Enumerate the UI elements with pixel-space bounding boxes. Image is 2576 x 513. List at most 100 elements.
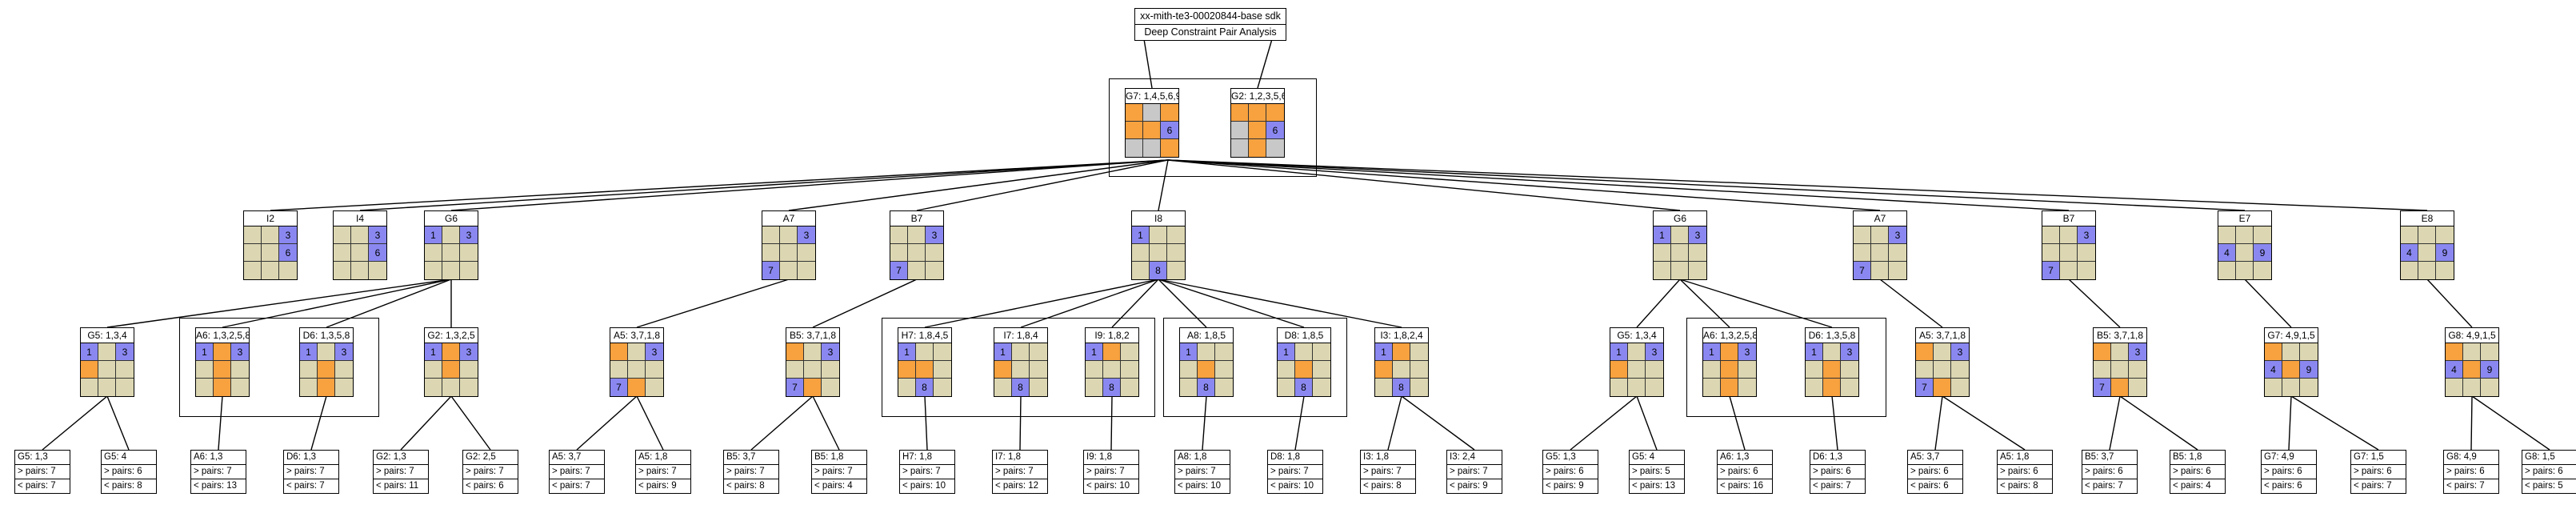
leaf-pairs-count: > pairs: 7 — [636, 465, 690, 479]
leaf-label: G5: 1,3 — [1543, 451, 1598, 465]
grid-cell — [2236, 226, 2254, 244]
node-label: I9: 1,8,2 — [1086, 328, 1138, 343]
edge-root-level1 — [270, 159, 1169, 211]
leaf-label: I3: 2,4 — [1447, 451, 1502, 465]
grid-cell — [1610, 361, 1628, 379]
node-label: A8: 1,8,5 — [1180, 328, 1233, 343]
grid-cell — [1410, 379, 1428, 396]
leaf-pairs-count: < pairs: 4 — [814, 481, 853, 491]
node-label: G6 — [425, 211, 478, 226]
leaf-result-box: I3: 2,4> pairs: 7< pairs: 9 — [1446, 450, 1502, 494]
leaf-pairs-count: > pairs: 7 — [463, 465, 518, 479]
grid-cell — [244, 226, 262, 244]
grid-cell — [1951, 379, 1969, 396]
grid-cell — [81, 361, 98, 379]
grid-cell — [214, 361, 231, 379]
group-frame-i8-a — [882, 318, 1155, 417]
grid-cell: 1 — [300, 343, 318, 361]
leaf-result-box: B5: 3,7> pairs: 7< pairs: 8 — [723, 450, 779, 494]
grid-cell: 3 — [369, 226, 386, 244]
edge-level2-leaf — [1934, 395, 1943, 451]
grid-cell: 3 — [279, 226, 297, 244]
leaf-pairs-count: < pairs: 8 — [2000, 481, 2038, 491]
grid-cell — [98, 343, 116, 361]
grid-cell — [1823, 379, 1841, 396]
leaf-pairs-count: > pairs: 7 — [812, 465, 866, 479]
grid-cell — [786, 343, 804, 361]
group-frame-i8-b — [1163, 318, 1347, 417]
grid-cell — [425, 244, 442, 262]
grid-cell — [908, 226, 926, 244]
leaf-pairs-count: > pairs: 7 — [724, 465, 778, 479]
node-label: I3: 1,8,2,4 — [1375, 328, 1428, 343]
grid-cell — [1738, 379, 1756, 396]
grid-cell — [460, 361, 478, 379]
leaf-label: D6: 1,3 — [284, 451, 338, 465]
leaf-pairs-count: > pairs: 7 — [1084, 465, 1138, 479]
node-label: D6: 1,3,5,8 — [300, 328, 353, 343]
grid-cell: 8 — [1198, 379, 1215, 396]
edge-level1-level2 — [924, 279, 1159, 328]
grid-cell — [780, 262, 798, 279]
grid-cell — [1313, 379, 1330, 396]
leaf-pairs-count: > pairs: 6 — [2522, 465, 2576, 479]
grid-cell — [628, 343, 646, 361]
grid-cell — [1313, 361, 1330, 379]
grid-cell: 6 — [1161, 122, 1178, 139]
grid-cell — [1854, 244, 1871, 262]
leaf-pairs-count: < pairs: 7 — [2085, 481, 2123, 491]
grid-cell — [780, 244, 798, 262]
edge-level2-leaf — [2290, 395, 2379, 451]
grid-cell — [804, 343, 822, 361]
edge-level2-leaf — [2471, 395, 2550, 451]
edge-level2-leaf — [2470, 395, 2473, 451]
leaf-label: G8: 1,5 — [2522, 451, 2576, 465]
grid-cell — [1121, 343, 1138, 361]
edge-level2-leaf — [2109, 395, 2121, 451]
grid-cell — [1375, 361, 1393, 379]
leaf-label: A6: 1,3 — [1718, 451, 1772, 465]
leaf-pairs-count: > pairs: 7 — [1447, 465, 1502, 479]
leaf-label: I9: 1,8 — [1084, 451, 1138, 465]
grid-cell — [460, 379, 478, 396]
node-label: A7 — [762, 211, 815, 226]
edge-level2-leaf — [1942, 395, 2026, 451]
grid-cell — [780, 226, 798, 244]
grid-cell — [2481, 379, 2498, 396]
root-node: G7: 1,4,5,6,9 6 — [1125, 88, 1179, 158]
leaf-label: G7: 4,9 — [2262, 451, 2316, 465]
leaf-label: B5: 1,8 — [812, 451, 866, 465]
grid-cell — [1126, 139, 1143, 157]
grid-cell — [1934, 343, 1951, 361]
edge-level2-leaf — [1019, 395, 1022, 451]
grid-cell — [116, 361, 134, 379]
node-label: D6: 1,3,5,8 — [1806, 328, 1858, 343]
grid-cell — [2418, 244, 2436, 262]
grid-cell — [804, 379, 822, 396]
grid-cell: 3 — [798, 226, 815, 244]
node-label: G7: 1,4,5,6,9 — [1126, 89, 1178, 104]
grid-cell — [1086, 361, 1103, 379]
grid-cell — [1313, 343, 1330, 361]
grid-cell — [1934, 361, 1951, 379]
edge-level2-leaf — [1636, 395, 1658, 451]
leaf-pairs-count: < pairs: 10 — [1270, 481, 1314, 491]
leaf-pairs-count: < pairs: 12 — [995, 481, 1039, 491]
grid-cell: 3 — [926, 226, 943, 244]
grid-cell — [926, 244, 943, 262]
grid-cell — [994, 361, 1012, 379]
edge-level2-leaf — [924, 395, 928, 451]
grid-cell: 3 — [1889, 226, 1906, 244]
